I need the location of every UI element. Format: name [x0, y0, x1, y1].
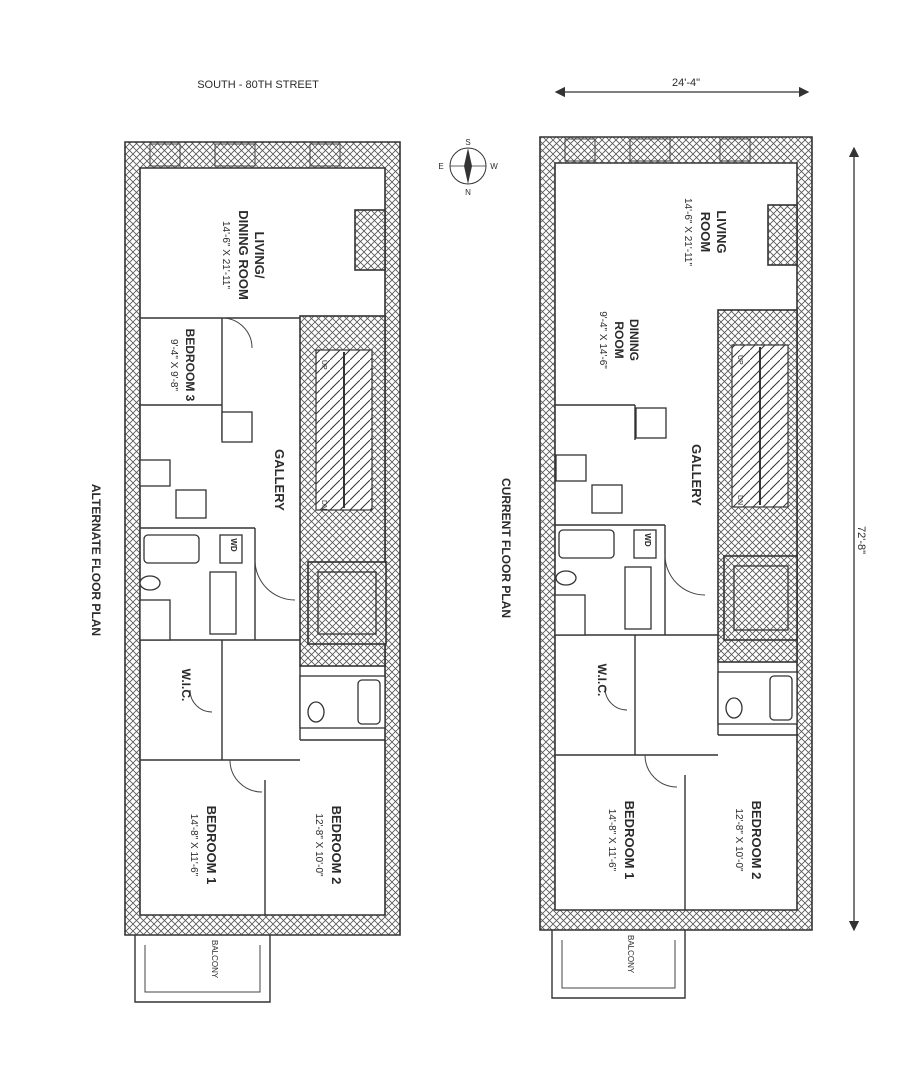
alternate-toilet: [139, 575, 161, 591]
current-wic-label: W.I.C.: [595, 664, 609, 697]
current-bedroom1-name: BEDROOM 1: [622, 801, 637, 880]
compass-icon: S W E N: [438, 138, 498, 197]
alternate-bedroom2-dims: 12'-8" X 10'-0": [313, 813, 324, 877]
alternate-living-name2: DINING ROOM: [236, 210, 251, 300]
alternate-fireplace: [354, 209, 386, 271]
current-toilet: [555, 570, 577, 586]
current-bathtub: [558, 529, 615, 559]
current-floor-plan: UP DN WD: [499, 136, 813, 999]
alternate-floor-plan: UP DN WD: [89, 141, 401, 1003]
alternate-stove: [175, 489, 207, 519]
compass-s: S: [465, 138, 470, 147]
current-shower: [554, 594, 586, 636]
current-washer-dryer: [633, 529, 657, 559]
current-fireplace: [767, 204, 798, 266]
current-vanity: [624, 566, 652, 630]
compass-e: E: [438, 162, 443, 171]
alternate-exterior-wall: [124, 141, 401, 936]
alternate-plan-title: ALTERNATE FLOOR PLAN: [89, 484, 103, 636]
alternate-stair-dn: DN: [320, 500, 327, 510]
alternate-sink: [139, 459, 171, 487]
width-dimension: 24'-4": [554, 77, 810, 98]
current-living-name1: LIVING: [714, 210, 729, 253]
width-dimension-label: 24'-4": [672, 77, 700, 89]
current-bedroom2-dims: 12'-8" X 10'-0": [733, 808, 744, 872]
alternate-balcony-label: BALCONY: [210, 940, 219, 979]
current-closet: [635, 407, 667, 439]
current-sink: [555, 454, 587, 482]
alternate-gallery-label: GALLERY: [272, 449, 287, 511]
current-bedroom1-dims: 14'-8" X 11'-6": [606, 809, 617, 872]
compass-w: W: [490, 162, 498, 171]
current-elevator: [733, 565, 789, 631]
length-dimension: 72'-8": [848, 146, 867, 932]
current-dining-name1: DINING: [627, 319, 641, 361]
alternate-bedroom1-name: BEDROOM 1: [204, 806, 219, 885]
current-dining-dims: 9'-4" X 14'-6": [597, 311, 608, 369]
current-exterior-wall: [539, 136, 813, 931]
alternate-bedroom2-name: BEDROOM 2: [329, 806, 344, 885]
current-living-dims: 14'-6" X 21'-11": [682, 198, 693, 266]
current-wd-label: WD: [643, 533, 652, 547]
current-stove: [591, 484, 623, 514]
current-gallery-label: GALLERY: [689, 444, 704, 506]
alternate-vanity: [209, 571, 237, 635]
alternate-stair-up: UP: [320, 360, 327, 370]
alternate-living-dims: 14'-6" X 21'-11": [220, 221, 231, 289]
alternate-bathtub: [143, 534, 200, 564]
current-plan-title: CURRENT FLOOR PLAN: [499, 478, 513, 618]
current-living-name2: ROOM: [698, 212, 713, 252]
alternate-wic-label: W.I.C.: [179, 669, 193, 702]
alternate-balcony-railing: [134, 935, 271, 1003]
current-balcony-label: BALCONY: [626, 935, 635, 974]
alternate-elevator: [317, 571, 377, 635]
alternate-wd-label: WD: [229, 538, 238, 552]
alternate-closet: [221, 411, 253, 443]
alternate-bedroom1-dims: 14'-8" X 11'-6": [188, 814, 199, 877]
alternate-living-name1: LIVING/: [252, 232, 267, 279]
alternate-washer-dryer: [219, 534, 243, 564]
current-dining-name2: ROOM: [612, 321, 626, 358]
current-bedroom2-name: BEDROOM 2: [749, 801, 764, 880]
current-balcony-railing: [551, 930, 686, 999]
alternate-shower: [139, 599, 171, 641]
length-dimension-label: 72'-8": [855, 526, 867, 554]
current-stair-up: UP: [736, 355, 743, 365]
compass-n: N: [465, 188, 471, 197]
street-label: SOUTH - 80TH STREET: [197, 79, 319, 91]
alternate-bedroom3-name: BEDROOM 3: [183, 329, 197, 402]
alternate-bedroom3-dims: 9'-4" X 9'-8": [168, 339, 179, 392]
current-stair-dn: DN: [736, 495, 743, 505]
